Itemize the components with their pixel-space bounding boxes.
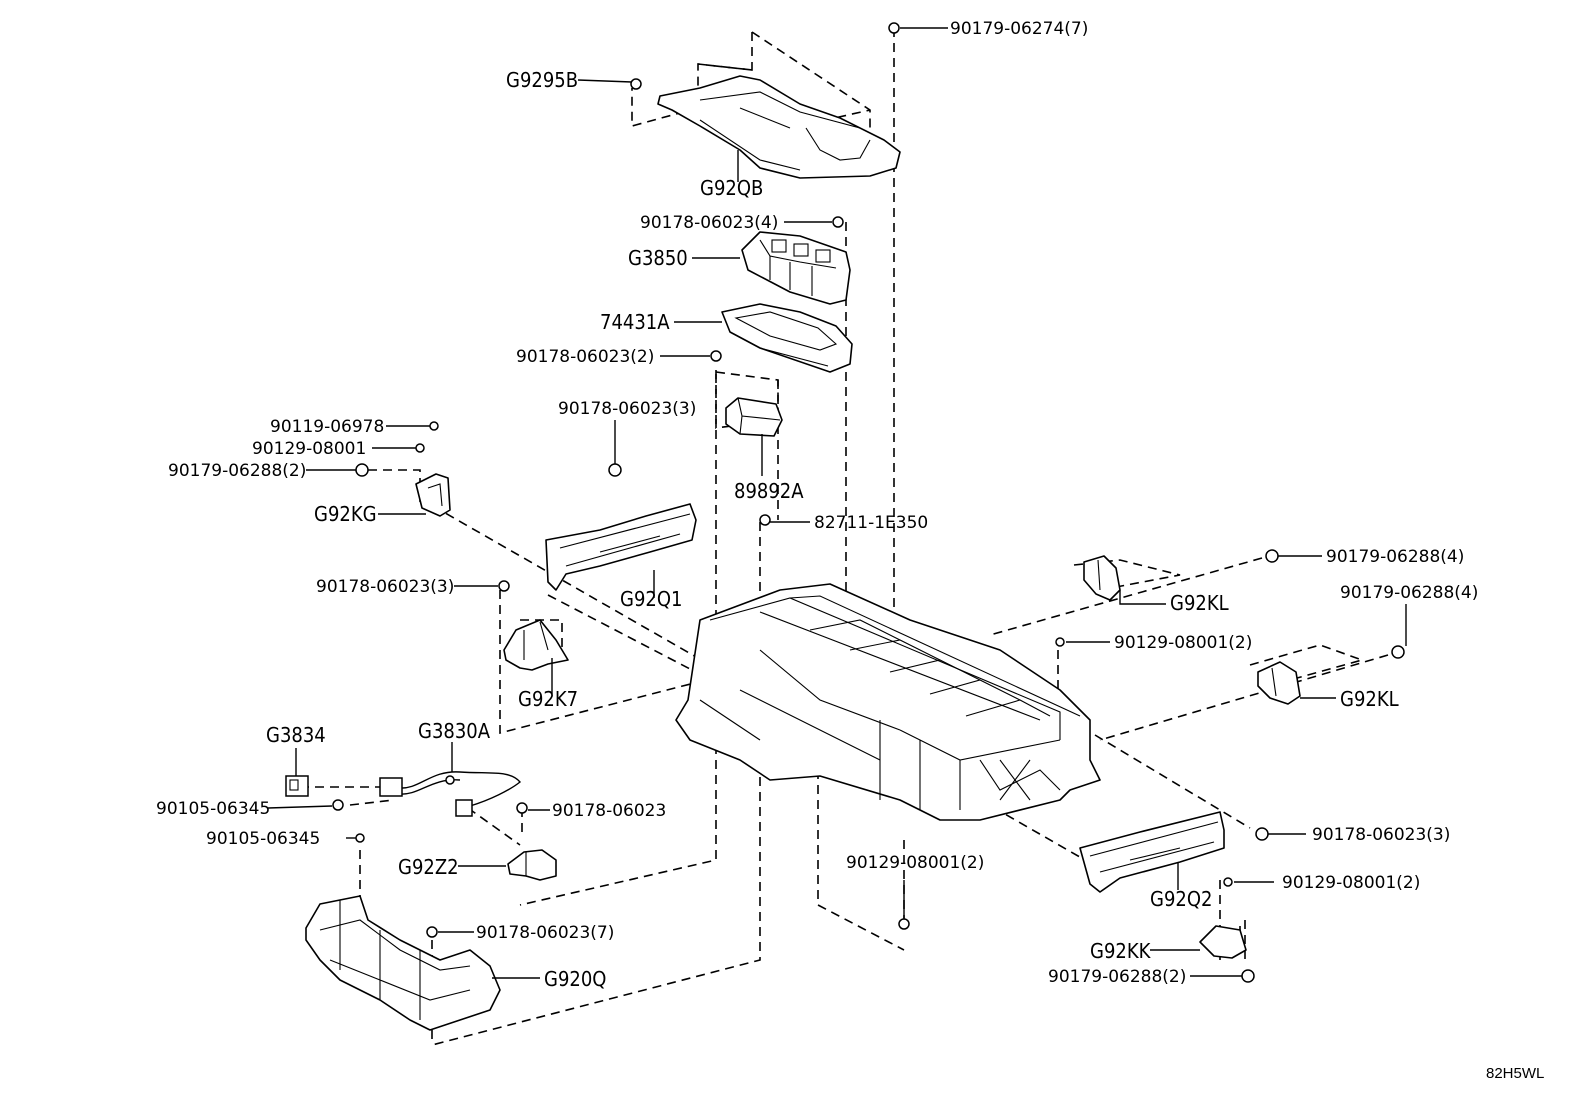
diagram-code: 82H5WL: [1486, 1065, 1544, 1082]
tray-part: [721, 303, 853, 373]
g92kg-bracket-part: [415, 473, 451, 517]
label-90105-06345-b: 90105-06345: [206, 829, 320, 849]
label-90178-06023-3-mid: 90178-06023(3): [316, 577, 454, 597]
g3834-connector-part: [285, 775, 309, 797]
label-90129-08001-2-right: 90129-08001(2): [1114, 633, 1252, 653]
g92kl-lower-bracket-part: [1257, 661, 1301, 705]
label-90178-06023-4: 90178-06023(4): [640, 213, 778, 233]
label-90179-06288-2-bottom: 90179-06288(2): [1048, 967, 1186, 987]
label-g92kg: G92KG: [314, 502, 377, 526]
label-90178-06023-center: 90178-06023: [552, 801, 666, 821]
label-g92z2: G92Z2: [398, 855, 459, 879]
label-g92qb: G92QB: [700, 176, 763, 200]
fasteners: [332, 22, 1405, 983]
label-90129-08001: 90129-08001: [252, 439, 366, 459]
label-g92q1: G92Q1: [620, 587, 682, 611]
label-90178-06023-3-right: 90178-06023(3): [1312, 825, 1450, 845]
relay-block-part: [741, 231, 851, 305]
label-g92k7: G92K7: [518, 687, 578, 711]
label-90119-06978: 90119-06978: [270, 417, 384, 437]
g92kl-upper-bracket-part: [1083, 555, 1121, 601]
top-cover-part: [657, 75, 901, 179]
label-90129-08001-2-lower-right: 90129-08001(2): [1282, 873, 1420, 893]
label-g9295b: G9295B: [506, 68, 578, 92]
left-upper-bracket-part: [545, 503, 697, 591]
label-g92q2: G92Q2: [1150, 887, 1212, 911]
label-74431a: 74431A: [600, 310, 670, 334]
label-82711-1e350: 82711-1E350: [814, 513, 928, 533]
label-90178-06023-2: 90178-06023(2): [516, 347, 654, 367]
label-90179-06274: 90179-06274(7): [950, 19, 1088, 39]
label-90179-06288-4-lower: 90179-06288(4): [1340, 583, 1478, 603]
g920q-bracket-part: [305, 895, 501, 1031]
label-89892a: 89892A: [734, 479, 804, 503]
label-g92kl-lower: G92KL: [1340, 687, 1399, 711]
leader-lines: [267, 27, 1407, 979]
label-90178-06023-3-top: 90178-06023(3): [558, 399, 696, 419]
harness-part: [379, 771, 521, 817]
battery-assembly-part: [675, 583, 1101, 821]
label-90129-08001-2-bottom: 90129-08001(2): [846, 853, 984, 873]
label-g3834: G3834: [266, 723, 326, 747]
g92z2-clip-part: [507, 849, 557, 881]
label-g92kk: G92KK: [1090, 939, 1152, 963]
label-90178-06023-7: 90178-06023(7): [476, 923, 614, 943]
ecu-part: [725, 397, 783, 437]
label-g920q: G920Q: [544, 967, 606, 991]
right-lower-bracket-part: [1079, 811, 1225, 893]
part-labels: 90179-06274(7) G9295B G92QB 90178-06023(…: [156, 19, 1544, 1082]
label-g3830a: G3830A: [418, 719, 491, 743]
label-90179-06288-2-left: 90179-06288(2): [168, 461, 306, 481]
label-90179-06288-4-upper: 90179-06288(4): [1326, 547, 1464, 567]
label-90105-06345-a: 90105-06345: [156, 799, 270, 819]
alignment-lines: [300, 28, 1389, 1046]
label-g92kl-upper: G92KL: [1170, 591, 1229, 615]
g92kk-bracket-part: [1199, 925, 1247, 959]
label-g3850: G3850: [628, 246, 688, 270]
g92k7-bracket-part: [503, 619, 569, 671]
